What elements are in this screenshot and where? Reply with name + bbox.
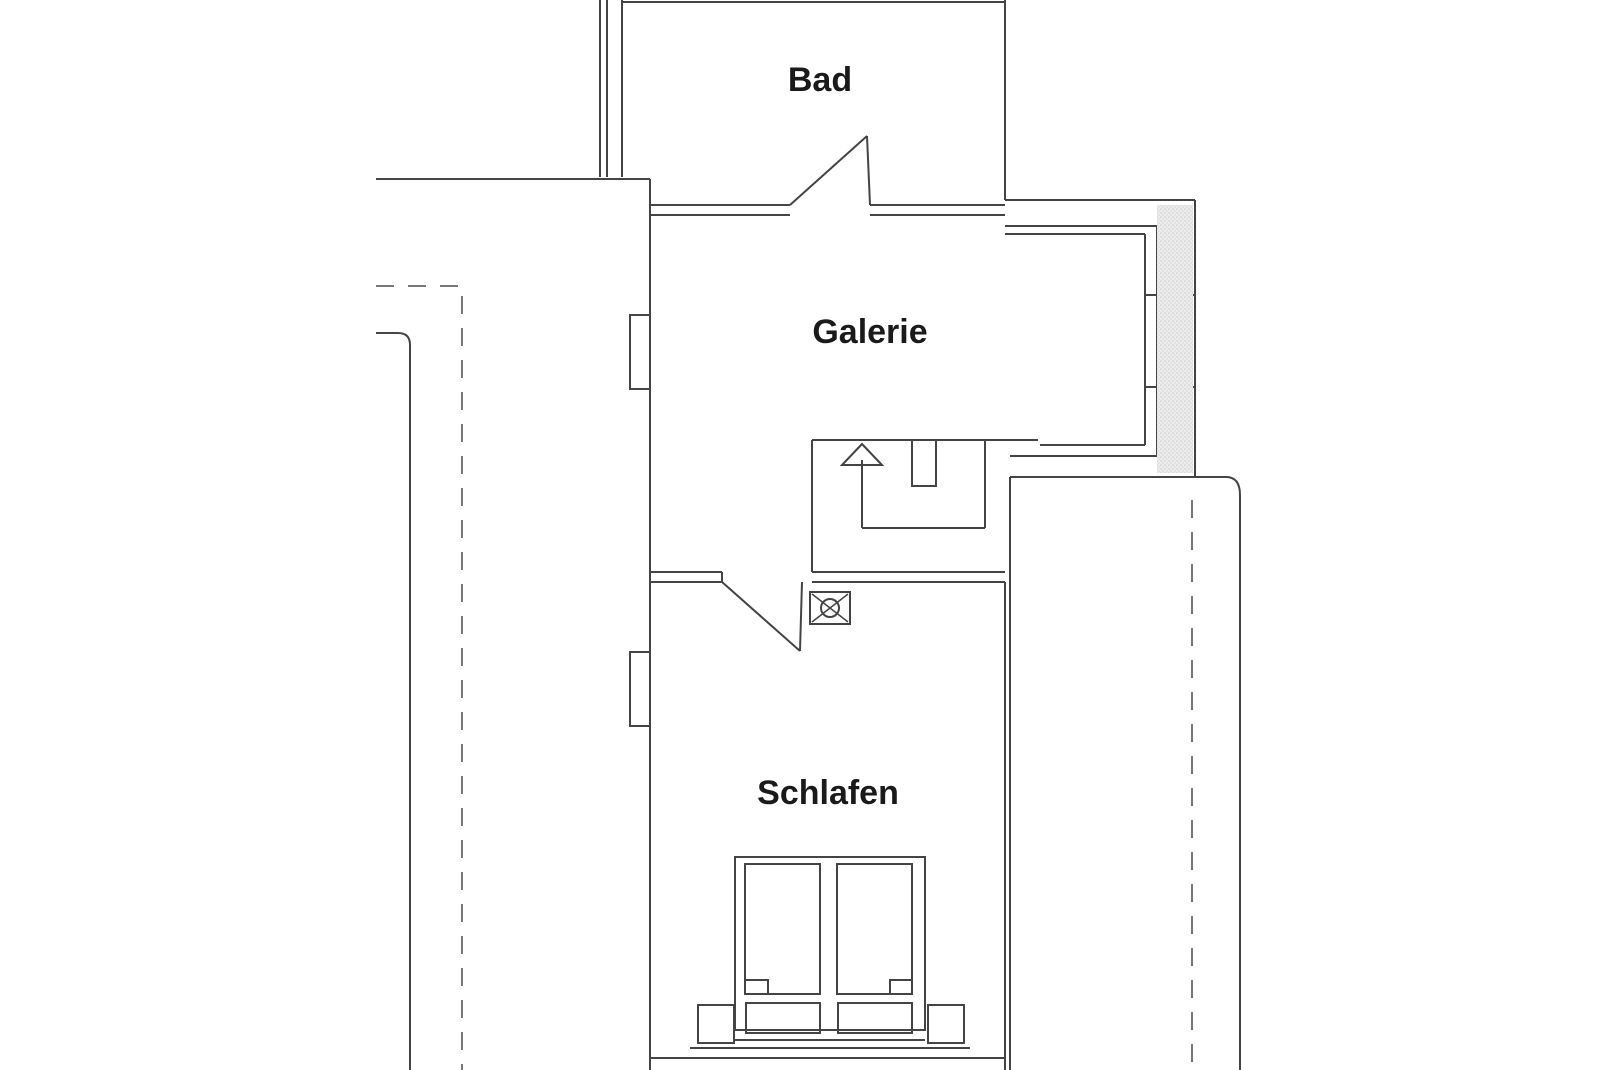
window-niche-galerie [629, 314, 651, 390]
bedroom-door-swing-icon [721, 581, 803, 652]
double-bed-icon [690, 856, 970, 1049]
room-label-bad: Bad [788, 61, 852, 99]
wall-hatch [1157, 205, 1193, 473]
stair-opening [811, 439, 1038, 572]
bad-galerie-wall [650, 204, 1005, 216]
window-niche-schlafen [629, 651, 651, 727]
room-label-galerie: Galerie [812, 313, 927, 351]
room-label-schlafen: Schlafen [757, 774, 899, 812]
dashed-roof-line-left [376, 285, 463, 1070]
chimney-icon [809, 591, 851, 625]
door-swing-icon [789, 135, 871, 206]
right-wing-outline [1195, 476, 1241, 1070]
galerie-schlafen-wall [650, 571, 1005, 583]
left-wing-outline [376, 178, 651, 1070]
bad-walls [599, 0, 1006, 200]
stair-arrow-icon [839, 442, 885, 466]
